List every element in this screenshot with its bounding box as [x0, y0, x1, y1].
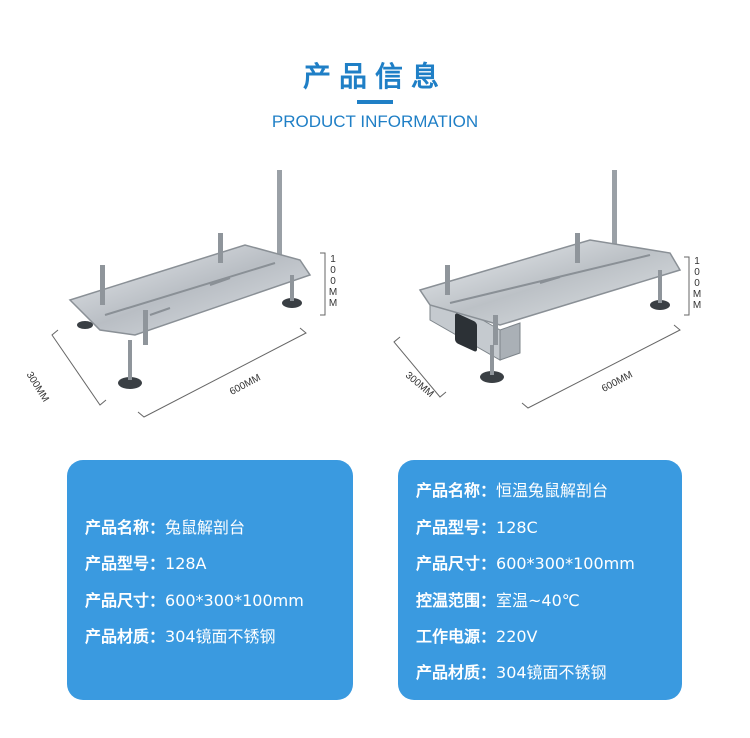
dim-height-char: M: [328, 298, 338, 309]
spec-row: 控温范围：室温~40℃: [416, 589, 580, 613]
dim-height-char: 0: [330, 265, 336, 276]
spec-row: 产品型号：128A: [85, 552, 207, 576]
spec-value: 恒温兔鼠解剖台: [496, 481, 609, 500]
dim-height-char: 0: [694, 278, 700, 289]
spec-row: 产品尺寸：600*300*100mm: [416, 552, 635, 576]
spec-value: 600*300*100mm: [496, 554, 635, 573]
spec-row: 产品型号：128C: [416, 516, 538, 540]
spec-row: 产品名称：兔鼠解剖台: [85, 516, 245, 540]
spec-value: 220V: [496, 627, 538, 646]
spec-value: 600*300*100mm: [165, 591, 304, 610]
title-underline: [357, 100, 393, 104]
dim-height-char: 1: [330, 254, 336, 265]
spec-label: 产品名称：: [85, 518, 166, 537]
dim-height-char: 0: [694, 267, 700, 278]
spec-value: 兔鼠解剖台: [165, 518, 246, 537]
spec-label: 产品材质：: [85, 627, 166, 646]
spec-row: 产品材质：304镜面不锈钢: [416, 661, 607, 685]
product-image-128a: [51, 170, 326, 418]
spec-value: 128C: [496, 518, 538, 537]
dim-height-label: 1 0 0 M M: [328, 254, 338, 309]
product-image-128c: [393, 170, 690, 409]
page-title: 产品信息: [302, 60, 447, 93]
dim-height-char: 0: [330, 276, 336, 287]
spec-label: 产品材质：: [416, 663, 497, 682]
dim-height-char: M: [692, 289, 702, 300]
spec-value: 128A: [165, 554, 207, 573]
dim-height-char: M: [692, 300, 702, 311]
spec-label: 工作电源：: [416, 627, 497, 646]
header: 产品信息 PRODUCT INFORMATION: [0, 0, 750, 140]
spec-row: 产品名称：恒温兔鼠解剖台: [416, 479, 608, 503]
spec-row: 产品尺寸：600*300*100mm: [85, 589, 304, 613]
spec-label: 产品名称：: [416, 481, 497, 500]
dim-height-char: 1: [694, 256, 700, 267]
spec-row: 产品材质：304镜面不锈钢: [85, 625, 276, 649]
page-subtitle: PRODUCT INFORMATION: [271, 112, 479, 131]
spec-value: 室温~40℃: [496, 591, 580, 610]
dim-height-char: M: [328, 287, 338, 298]
spec-value: 304镜面不锈钢: [165, 627, 276, 646]
spec-label: 产品尺寸：: [85, 591, 166, 610]
spec-label: 产品型号：: [85, 554, 166, 573]
spec-label: 产品尺寸：: [416, 554, 497, 573]
spec-row: 工作电源：220V: [416, 625, 538, 649]
spec-label: 产品型号：: [416, 518, 497, 537]
spec-card-128c: 产品名称：恒温兔鼠解剖台 产品型号：128C 产品尺寸：600*300*100m…: [398, 460, 682, 700]
spec-label: 控温范围：: [416, 591, 497, 610]
dim-height-label: 1 0 0 M M: [692, 256, 702, 311]
spec-card-128a: 产品名称：兔鼠解剖台 产品型号：128A 产品尺寸：600*300*100mm …: [67, 460, 353, 700]
spec-value: 304镜面不锈钢: [496, 663, 607, 682]
